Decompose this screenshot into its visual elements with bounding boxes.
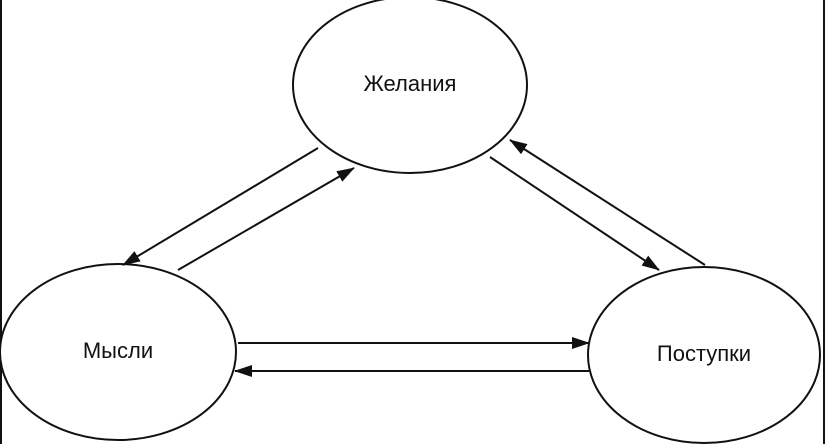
- node-thoughts-label: Мысли: [83, 338, 153, 363]
- node-actions-label: Поступки: [657, 341, 751, 366]
- node-desires-label: Желания: [364, 71, 457, 96]
- arrow-desires-to-actions: [489, 156, 660, 271]
- node-actions: Поступки: [587, 266, 821, 444]
- arrow-desires-to-thoughts: [122, 147, 319, 266]
- node-actions-ellipse: [587, 266, 821, 444]
- node-thoughts: Мысли: [0, 263, 237, 441]
- node-desires-ellipse: [292, 0, 528, 174]
- node-desires: Желания: [292, 0, 528, 174]
- node-thoughts-ellipse: [0, 263, 237, 441]
- arrow-thoughts-to-desires: [177, 167, 355, 271]
- arrow-actions-to-desires: [509, 139, 706, 266]
